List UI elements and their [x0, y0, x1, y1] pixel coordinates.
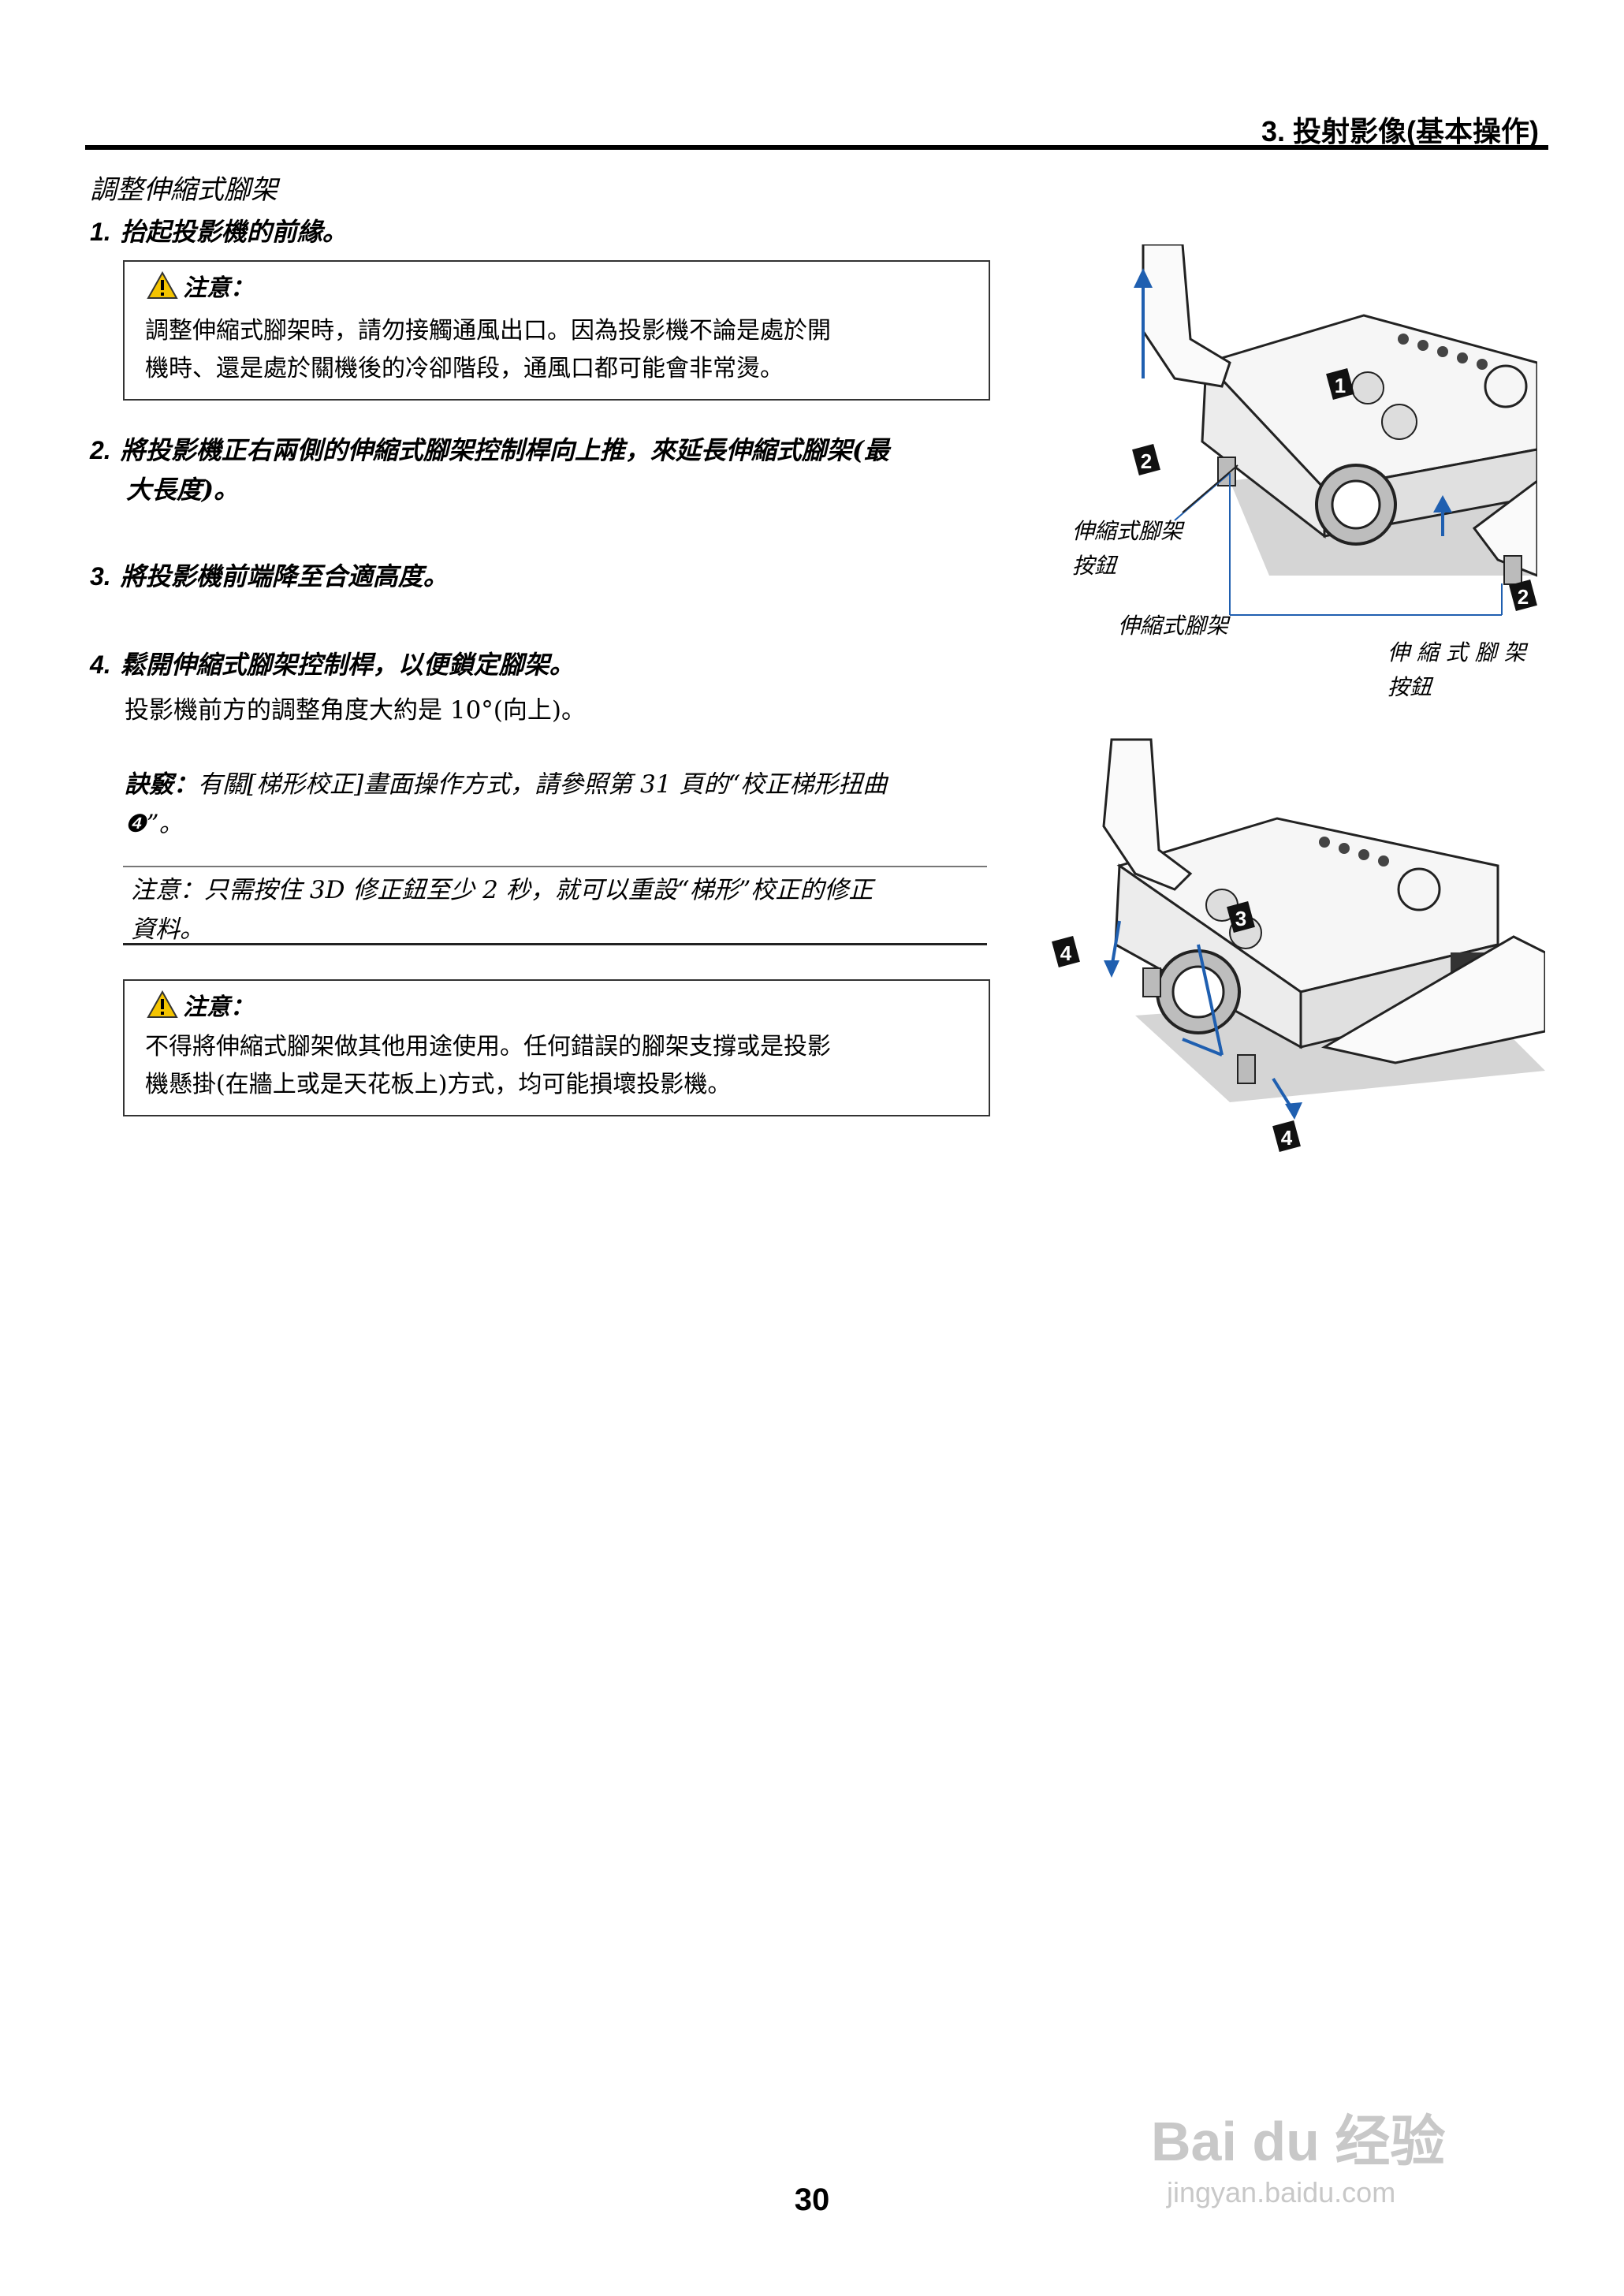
caution-line: 調整伸縮式腳架時，請勿接觸通風出口。因為投影機不論是處於開 — [145, 317, 831, 345]
step-text: 鬆開伸縮式腳架控制桿，以便鎖定腳架。 — [120, 650, 575, 680]
note-bottom-rule — [123, 943, 987, 945]
projector-illustration-top: 1 2 2 — [1132, 244, 1537, 616]
step-number: 4. — [90, 650, 111, 679]
caution-box: 注意： 調整伸縮式腳架時，請勿接觸通風出口。因為投影機不論是處於開 機時、還是處… — [123, 260, 990, 401]
caution-line: 機懸掛(在牆上或是天花板上)方式，均可能損壞投影機。 — [145, 1071, 732, 1098]
callout-2b: 2 — [1509, 579, 1537, 612]
caution-line: 不得將伸縮式腳架做其他用途使用。任何錯誤的腳架支撐或是投影 — [145, 1033, 831, 1060]
step-text: 將投影機前端降至合適高度。 — [120, 561, 449, 591]
caution-label: 注意： — [183, 993, 254, 1021]
step-4-detail: 投影機前方的調整角度大約是 10°(向上)。 — [125, 696, 586, 725]
callout-1: 1 — [1326, 367, 1354, 401]
callout-label: 4 — [1281, 1126, 1293, 1150]
callout-label: 2 — [1141, 449, 1152, 473]
callout-label: 1 — [1335, 374, 1346, 397]
step-1: 1. 抬起投影機的前緣。 — [90, 211, 348, 252]
label-line: 伸縮式腳架 — [1072, 518, 1183, 544]
watermark-brand: Bai du 经验 — [1151, 2111, 1446, 2172]
callout-2: 2 — [1132, 443, 1160, 476]
callout-4: 4 — [1052, 935, 1080, 968]
step-number: 3. — [90, 562, 111, 591]
watermark-url: jingyan.baidu.com — [1167, 2176, 1396, 2208]
chapter-title: 3. 投射影像(基本操作) — [1261, 115, 1539, 147]
label-line: 按鈕 — [1072, 553, 1117, 579]
caution-label: 注意： — [183, 274, 254, 302]
section-title: 調整伸縮式腳架 — [90, 174, 277, 206]
tip-line: ❹”。 — [125, 810, 184, 838]
caution-box: 注意： 不得將伸縮式腳架做其他用途使用。任何錯誤的腳架支撐或是投影 機懸掛(在牆… — [123, 979, 990, 1116]
caution-caption: 注意： — [147, 268, 254, 303]
projector-illustration-bottom: 3 4 4 — [1052, 738, 1545, 1153]
caution-line: 機時、還是處於關機後的冷卻階段，通風口都可能會非常燙。 — [145, 355, 784, 382]
label-tilt-button-right: 伸 縮 式 腳 架 按鈕 — [1387, 636, 1526, 705]
note-line: 資料。 — [131, 915, 204, 944]
tip-label: 訣竅： — [125, 770, 198, 799]
callout-label: 4 — [1060, 941, 1072, 965]
label-tilt-foot: 伸縮式腳架 — [1118, 613, 1229, 639]
step-3: 3. 將投影機前端降至合適高度。 — [90, 556, 449, 597]
step-number: 1. — [90, 218, 111, 246]
label-line: 按鈕 — [1387, 674, 1432, 700]
callout-label: 2 — [1518, 585, 1529, 609]
step-text: 抬起投影機的前緣。 — [120, 217, 348, 247]
label-tilt-button-left: 伸縮式腳架 按鈕 — [1072, 514, 1183, 583]
callout-4b: 4 — [1272, 1120, 1301, 1153]
callout-label: 3 — [1235, 907, 1246, 930]
step-text: 大長度)。 — [126, 475, 240, 505]
warning-icon — [147, 271, 178, 299]
header-rule — [85, 145, 1548, 150]
warning-icon — [147, 990, 178, 1018]
callout-3: 3 — [1227, 900, 1255, 934]
page-number: 30 — [794, 2182, 830, 2217]
step-2: 2. 將投影機正右兩側的伸縮式腳架控制桿向上推，來延長伸縮式腳架(最 — [90, 430, 889, 471]
tip-block: 訣竅：有關[梯形校正]畫面操作方式，請參照第 31 頁的“校正梯形扭曲 ❹”。 — [125, 765, 887, 844]
step-number: 2. — [90, 436, 111, 464]
note-top-rule — [123, 866, 987, 867]
caution-text: 調整伸縮式腳架時，請勿接觸通風出口。因為投影機不論是處於開 機時、還是處於關機後… — [145, 312, 973, 388]
label-line: 伸 縮 式 腳 架 — [1387, 639, 1526, 665]
caution-caption: 注意： — [147, 987, 254, 1022]
note-block: 注意：只需按住 3D 修正鈕至少 2 秒，就可以重設“梯形”校正的修正 資料。 — [131, 870, 873, 949]
step-text: 將投影機正右兩側的伸縮式腳架控制桿向上推，來延長伸縮式腳架(最 — [120, 435, 889, 465]
step-2-cont: 大長度)。 — [126, 469, 239, 510]
caution-text: 不得將伸縮式腳架做其他用途使用。任何錯誤的腳架支撐或是投影 機懸掛(在牆上或是天… — [145, 1028, 973, 1104]
tip-line: 有關[梯形校正]畫面操作方式，請參照第 31 頁的“校正梯形扭曲 — [198, 770, 888, 799]
note-line: 注意：只需按住 3D 修正鈕至少 2 秒，就可以重設“梯形”校正的修正 — [131, 876, 873, 904]
step-4: 4. 鬆開伸縮式腳架控制桿，以便鎖定腳架。 — [90, 644, 575, 685]
